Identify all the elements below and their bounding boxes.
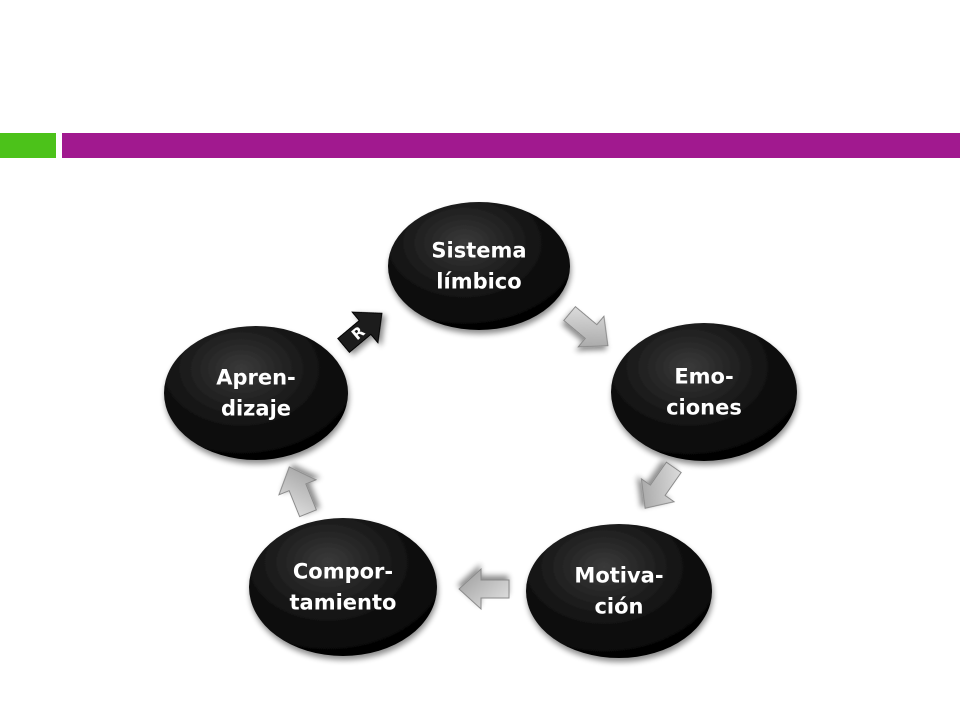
arrow-icon xyxy=(458,567,510,611)
node-circle xyxy=(164,326,348,460)
node-label-line: Apren- xyxy=(216,366,296,390)
node-circle xyxy=(249,518,437,656)
node-comportamiento: Compor-tamiento xyxy=(249,518,437,656)
node-label-line: dizaje xyxy=(221,397,291,421)
arrow-icon xyxy=(563,305,609,348)
cycle-arrow-emociones-to-motivacion xyxy=(640,461,682,509)
cycle-arrow-motivacion-to-comportamiento xyxy=(458,567,510,611)
arrow-icon xyxy=(337,311,383,354)
node-circle xyxy=(611,323,797,461)
node-label-line: ciones xyxy=(666,396,742,420)
arrow-icon xyxy=(640,461,682,509)
cycle-arrow-comportamiento-to-aprendizaje xyxy=(278,466,318,518)
node-label-line: Sistema xyxy=(431,239,526,263)
node-aprendizaje: Apren-dizaje xyxy=(164,326,348,460)
arrow-icon xyxy=(278,466,318,518)
node-label-line: límbico xyxy=(436,270,521,294)
node-sistema-limbico: Sistema límbico xyxy=(388,202,570,330)
header-accent-green-bar xyxy=(0,133,56,158)
node-label-line: ción xyxy=(594,595,643,619)
node-circle xyxy=(388,202,570,330)
header-accent-purple-bar xyxy=(62,133,960,158)
node-label-line: Compor- xyxy=(293,560,393,584)
cycle-arrow-aprendizaje-to-sistema-limbico: R xyxy=(337,311,383,354)
node-circle xyxy=(526,524,712,658)
node-label-line: Emo- xyxy=(674,365,733,389)
node-label-line: tamiento xyxy=(290,591,397,615)
node-motivacion: Motiva-ción xyxy=(526,524,712,658)
node-emociones: Emo-ciones xyxy=(611,323,797,461)
node-label-line: Motiva- xyxy=(574,564,663,588)
cycle-arrow-sistema-limbico-to-emociones xyxy=(563,305,609,348)
